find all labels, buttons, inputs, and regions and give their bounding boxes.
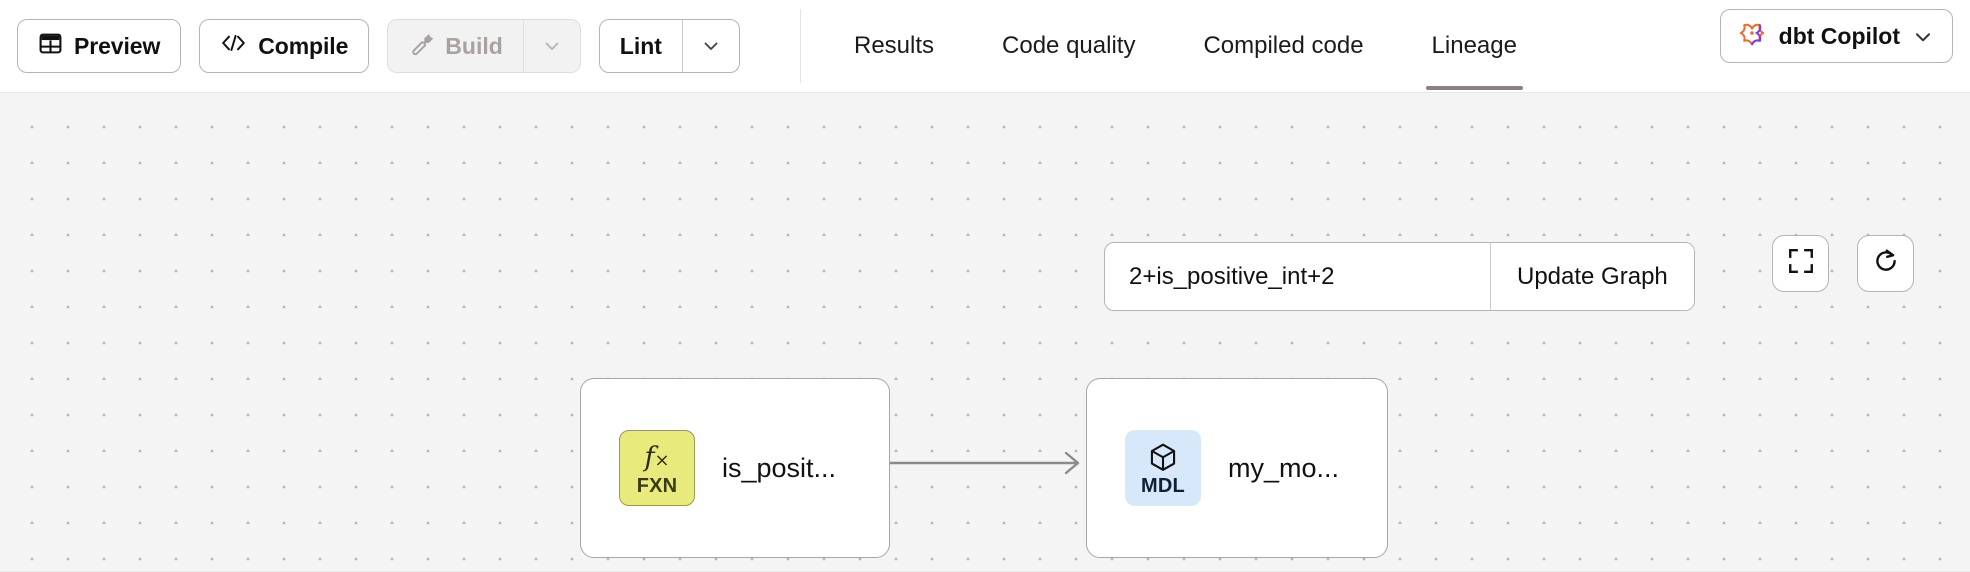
build-dropdown-toggle	[524, 20, 580, 72]
node-label: my_mo...	[1228, 452, 1340, 483]
dbt-copilot-label: dbt Copilot	[1778, 22, 1900, 49]
lint-divider	[681, 20, 683, 72]
lineage-node-my-model[interactable]: MDL my_mo...	[1086, 378, 1388, 558]
tab-results[interactable]: Results	[820, 0, 968, 92]
dbt-copilot-button[interactable]: dbt Copilot	[1719, 9, 1953, 63]
tab-compiled-code[interactable]: Compiled code	[1169, 0, 1397, 92]
refresh-icon	[1872, 247, 1900, 280]
header-bar: Preview Compile	[0, 0, 1970, 93]
toolbar-tabs-divider	[800, 9, 801, 83]
tab-underline	[1197, 86, 1369, 90]
chevron-down-icon	[701, 36, 721, 56]
node-type-badge-fxn: f× FXN	[619, 430, 695, 506]
fx-icon: f×	[644, 442, 670, 473]
lint-button[interactable]: Lint	[600, 20, 682, 72]
build-divider	[522, 20, 524, 72]
lineage-node-is-positive-int[interactable]: f× FXN is_posit...	[580, 378, 890, 558]
tab-code-quality[interactable]: Code quality	[968, 0, 1169, 92]
lint-button-label: Lint	[619, 32, 662, 59]
node-label: is_posit...	[722, 452, 837, 483]
node-type-badge-mdl: MDL	[1125, 430, 1201, 506]
selector-divider	[1490, 243, 1491, 310]
results-tabs: Results Code quality Compiled code Linea…	[820, 0, 1551, 92]
build-button-label: Build	[445, 32, 503, 59]
editor-toolbar: Preview Compile	[0, 0, 800, 92]
compile-button-label: Compile	[258, 32, 349, 59]
dbt-logo-icon	[1737, 18, 1767, 54]
tab-results-label: Results	[854, 32, 935, 59]
chevron-down-icon	[1912, 26, 1932, 46]
compile-button[interactable]: Compile	[199, 19, 370, 73]
chevron-down-icon	[542, 36, 562, 56]
tab-lineage-label: Lineage	[1431, 32, 1517, 59]
header-bottom-border	[0, 92, 1970, 93]
code-brackets-icon	[220, 32, 247, 60]
preview-button[interactable]: Preview	[17, 19, 182, 73]
tab-lineage[interactable]: Lineage	[1398, 0, 1551, 92]
build-button: Build	[388, 20, 523, 72]
preview-button-label: Preview	[74, 32, 161, 59]
reset-graph-button[interactable]	[1857, 235, 1914, 292]
cube-icon	[1148, 441, 1178, 475]
wrench-icon	[408, 30, 434, 62]
node-type-code: MDL	[1141, 474, 1185, 497]
graph-selector-input[interactable]	[1105, 243, 1490, 310]
node-type-code: FXN	[636, 474, 678, 497]
update-graph-button[interactable]: Update Graph	[1491, 243, 1694, 310]
lint-dropdown-toggle[interactable]	[683, 20, 739, 72]
tab-underline	[996, 86, 1141, 90]
fit-view-button[interactable]	[1772, 235, 1829, 292]
lineage-edge	[880, 451, 1080, 475]
build-button-group: Build	[387, 19, 581, 73]
tab-code-quality-label: Code quality	[1002, 32, 1136, 59]
table-icon	[38, 31, 63, 62]
fullscreen-icon	[1787, 247, 1815, 280]
tab-underline	[848, 86, 940, 90]
graph-selector-bar: Update Graph	[1104, 242, 1695, 311]
lineage-canvas[interactable]: f× FXN is_posit... MDL my_mo...	[0, 93, 1970, 572]
tab-compiled-code-label: Compiled code	[1203, 32, 1364, 59]
lint-button-group: Lint	[598, 19, 740, 73]
tab-underline-active	[1425, 86, 1523, 90]
